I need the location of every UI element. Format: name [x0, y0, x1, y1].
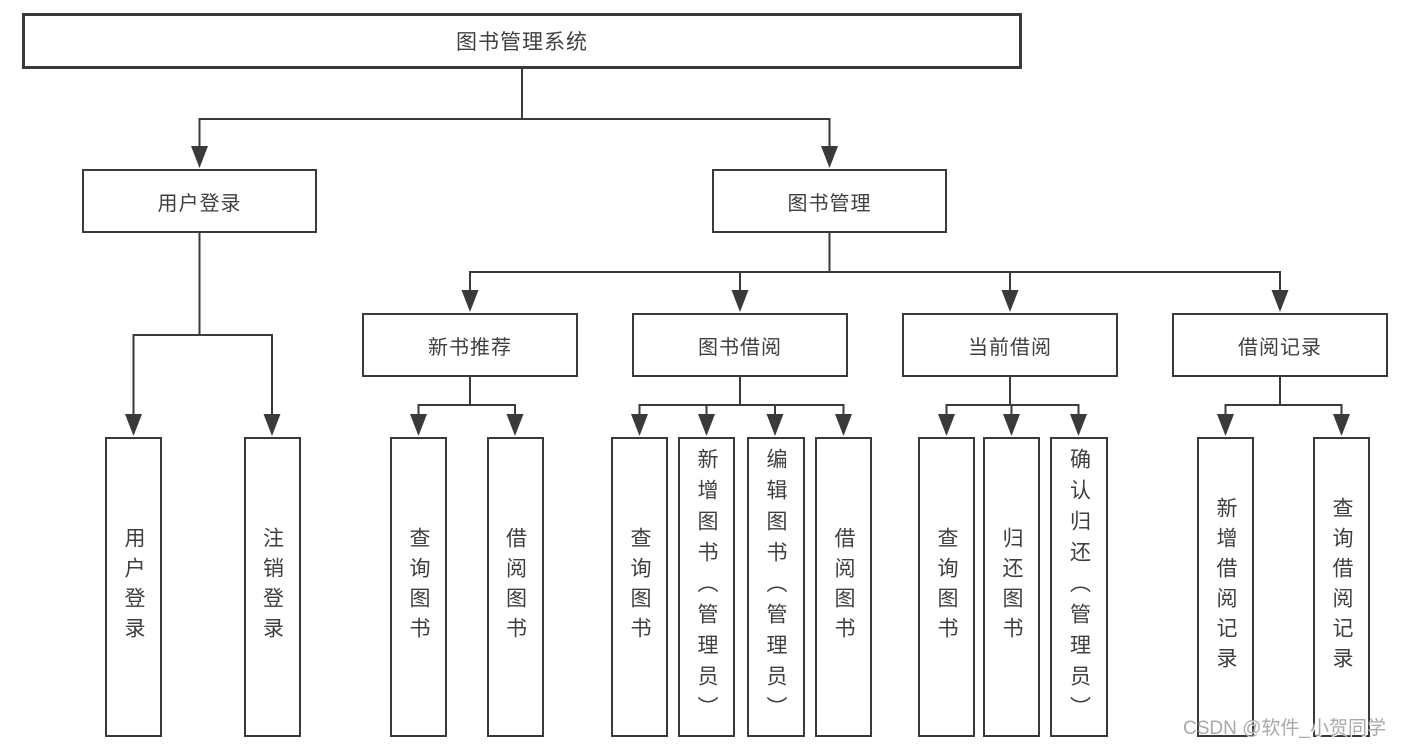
node-current-borrow: 当前借阅	[902, 313, 1118, 377]
leaf-add-borrow-record: 新增借阅记录	[1197, 437, 1254, 737]
arrowheads	[125, 146, 1350, 436]
leaf-query-borrow-record-label: 查询借阅记录	[1330, 497, 1353, 677]
node-book-management: 图书管理	[712, 169, 947, 233]
node-root-system: 图书管理系统	[22, 13, 1022, 69]
node-root-system-label: 图书管理系统	[456, 31, 588, 54]
node-current-borrow-label: 当前借阅	[968, 336, 1052, 359]
csdn-watermark: CSDN @软件_小贺同学	[1183, 718, 1386, 739]
leaf-borrow-book-newrec-label: 借阅图书	[503, 527, 527, 647]
node-new-book-recommend-label: 新书推荐	[428, 336, 512, 359]
leaf-borrow-book: 借阅图书	[815, 437, 872, 737]
node-book-borrow-label: 图书借阅	[698, 336, 782, 359]
leaf-query-book-borrow-label: 查询图书	[628, 527, 651, 647]
leaf-query-book-current-label: 查询图书	[935, 527, 958, 647]
leaf-borrow-book-label: 借阅图书	[832, 527, 855, 647]
leaf-query-book-newrec-label: 查询图书	[407, 527, 430, 647]
leaf-confirm-return-admin-label: 确认归还（管理员）	[1067, 447, 1091, 727]
node-borrow-records-label: 借阅记录	[1238, 336, 1322, 359]
leaf-user-login: 用户登录	[105, 437, 162, 737]
leaf-return-book: 归还图书	[983, 437, 1040, 737]
leaf-add-borrow-record-label: 新增借阅记录	[1214, 497, 1237, 677]
leaf-query-book-borrow: 查询图书	[611, 437, 668, 737]
node-user-login: 用户登录	[82, 169, 317, 233]
node-borrow-records: 借阅记录	[1172, 313, 1388, 377]
leaf-logout: 注销登录	[243, 437, 301, 737]
leaf-query-borrow-record: 查询借阅记录	[1313, 437, 1370, 737]
leaf-edit-book-admin-label: 编辑图书（管理员）	[764, 447, 787, 727]
leaf-query-book-current: 查询图书	[918, 437, 975, 737]
node-user-login-label: 用户登录	[157, 192, 242, 215]
leaf-borrow-book-newrec: 借阅图书	[486, 437, 544, 737]
node-new-book-recommend: 新书推荐	[362, 313, 578, 377]
leaf-add-book-admin-label: 新增图书（管理员）	[695, 447, 718, 727]
node-book-management-label: 图书管理	[787, 192, 872, 215]
leaf-logout-label: 注销登录	[260, 527, 284, 647]
leaf-user-login-label: 用户登录	[122, 527, 145, 647]
node-book-borrow: 图书借阅	[632, 313, 848, 377]
leaf-edit-book-admin: 编辑图书（管理员）	[746, 437, 805, 737]
leaf-query-book-newrec: 查询图书	[390, 437, 447, 737]
leaf-add-book-admin: 新增图书（管理员）	[678, 437, 735, 737]
leaf-confirm-return-admin: 确认归还（管理员）	[1050, 437, 1108, 737]
leaf-return-book-label: 归还图书	[1000, 527, 1023, 647]
